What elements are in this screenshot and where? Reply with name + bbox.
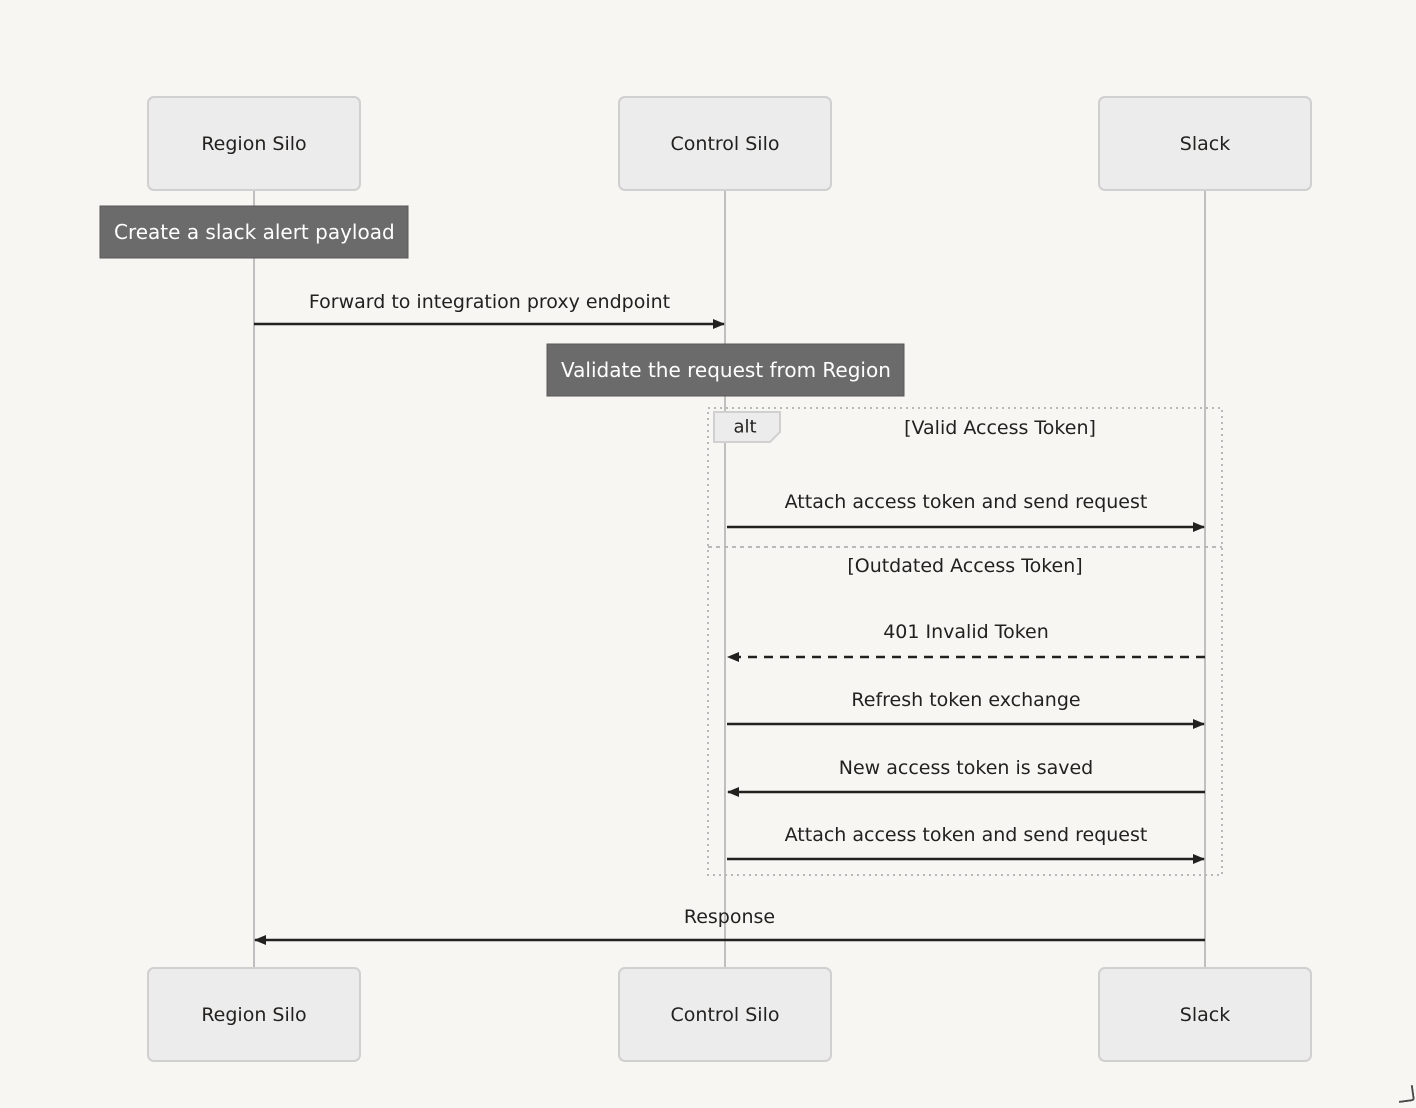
actor-box-control-top[interactable]	[618, 96, 832, 191]
note-validate-request-box	[546, 343, 905, 397]
actor-label-top-control: Control Silo	[670, 132, 780, 155]
actor-label-bottom-slack: Slack	[1179, 1003, 1231, 1026]
actor-box-slack-bottom[interactable]	[1098, 967, 1312, 1062]
alt-condition-label-1: [Outdated Access Token]	[847, 555, 1083, 577]
msg-refresh-label: Refresh token exchange	[851, 689, 1081, 711]
message-arrows-group	[254, 319, 1205, 945]
lifelines-group	[253, 190, 1206, 968]
alt-block-border	[707, 407, 1223, 876]
msg-attach-valid-label: Attach access token and send request	[784, 491, 1148, 513]
msg-response-label: Response	[683, 906, 776, 928]
alt-block-group	[707, 407, 1223, 876]
actor-label-bottom-region: Region Silo	[201, 1003, 307, 1026]
actor-box-control-bottom[interactable]	[618, 967, 832, 1062]
note-validate-request-text: Validate the request from Region	[561, 358, 891, 382]
alt-tag-label: alt	[733, 416, 757, 438]
note-create-payload-box	[99, 205, 409, 259]
note-create-payload-text: Create a slack alert payload	[114, 220, 395, 244]
actor-boxes-group	[147, 96, 1312, 1062]
alt-condition-label-0: [Valid Access Token]	[904, 417, 1096, 439]
actor-box-slack-top[interactable]	[1098, 96, 1312, 191]
msg-forward-label: Forward to integration proxy endpoint	[308, 291, 671, 313]
msg-new-token-label: New access token is saved	[838, 757, 1094, 779]
actor-label-top-region: Region Silo	[201, 132, 307, 155]
msg-401-label: 401 Invalid Token	[883, 621, 1049, 643]
note-boxes-group	[99, 205, 905, 397]
actor-box-region-bottom[interactable]	[147, 967, 361, 1062]
actor-box-region-top[interactable]	[147, 96, 361, 191]
actor-label-bottom-control: Control Silo	[670, 1003, 780, 1026]
actor-label-top-slack: Slack	[1179, 132, 1231, 155]
alt-tag-box	[713, 411, 781, 443]
resize-corner-marker	[1396, 1084, 1416, 1104]
msg-attach-refreshed-label: Attach access token and send request	[784, 824, 1148, 846]
